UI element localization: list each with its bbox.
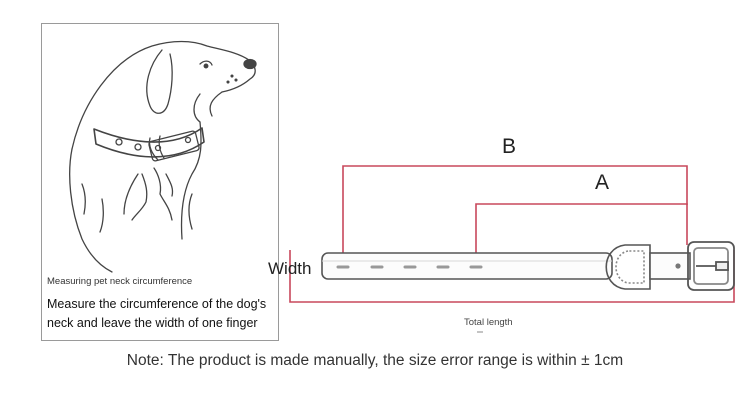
collar-buckle bbox=[687, 241, 735, 291]
measuring-panel: Measuring pet neck circumference Measure… bbox=[41, 23, 279, 341]
dimension-label-b: B bbox=[502, 135, 517, 158]
panel-caption-small: Measuring pet neck circumference bbox=[47, 276, 193, 287]
dimension-label-a: A bbox=[595, 171, 610, 194]
dimension-line-b bbox=[342, 165, 688, 271]
dimension-label-width: Width bbox=[268, 259, 312, 278]
dimension-line-a bbox=[475, 203, 688, 271]
panel-instruction: Measure the circumference of the dog's n… bbox=[47, 297, 267, 330]
dog-measuring-illustration bbox=[69, 40, 257, 273]
dimension-label-total: Total length bbox=[464, 317, 513, 328]
size-error-note: Note: The product is made manually, the … bbox=[126, 352, 624, 369]
collar-d-ring bbox=[605, 244, 651, 290]
collar-strap bbox=[321, 252, 613, 280]
